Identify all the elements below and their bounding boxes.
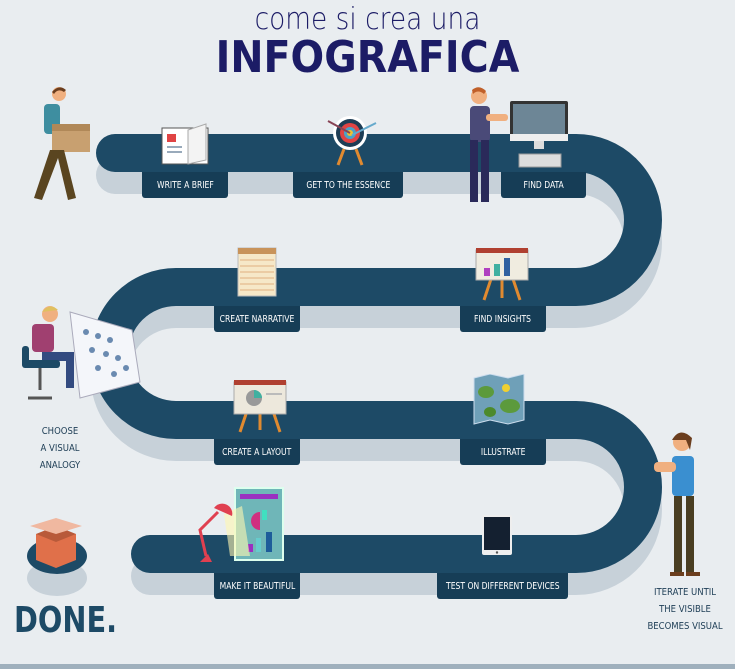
open-box-icon <box>27 518 87 596</box>
person-at-computer-icon <box>470 87 568 202</box>
bottom-border <box>0 664 735 669</box>
step-find-data: FIND DATA <box>501 172 586 198</box>
chart-easel-icon <box>475 248 529 301</box>
tablet-icon <box>482 515 512 555</box>
step-illustrate: ILLUSTRATE <box>460 439 546 465</box>
done-label: DONE. <box>14 600 118 641</box>
step-make-it-beautiful: MAKE IT BEAUTIFUL <box>214 573 300 599</box>
person-carrying-box-icon <box>34 87 90 200</box>
layout-easel-icon <box>233 380 287 433</box>
map-icon <box>473 374 525 425</box>
step-create-narrative: CREATE NARRATIVE <box>214 306 300 332</box>
target-icon <box>327 116 377 166</box>
step-write-a-brief: WRITE A BRIEF <box>142 172 228 198</box>
notepad-icon <box>237 247 277 297</box>
page-title: INFOGRAFICA <box>215 32 520 83</box>
step-find-insights: FIND INSIGHTS <box>460 306 546 332</box>
subtitle: come si crea una <box>254 2 481 37</box>
step-test-on-different-devices: TEST ON DIFFERENT DEVICES <box>437 573 568 599</box>
lamp-board-icon <box>198 487 284 562</box>
person-iterating-icon <box>654 432 700 576</box>
person-choosing-analogy-icon <box>22 306 141 400</box>
step-create-a-layout: CREATE A LAYOUT <box>214 439 300 465</box>
step-get-to-the-essence: GET TO THE ESSENCE <box>293 172 403 198</box>
open-book-icon <box>161 123 209 165</box>
